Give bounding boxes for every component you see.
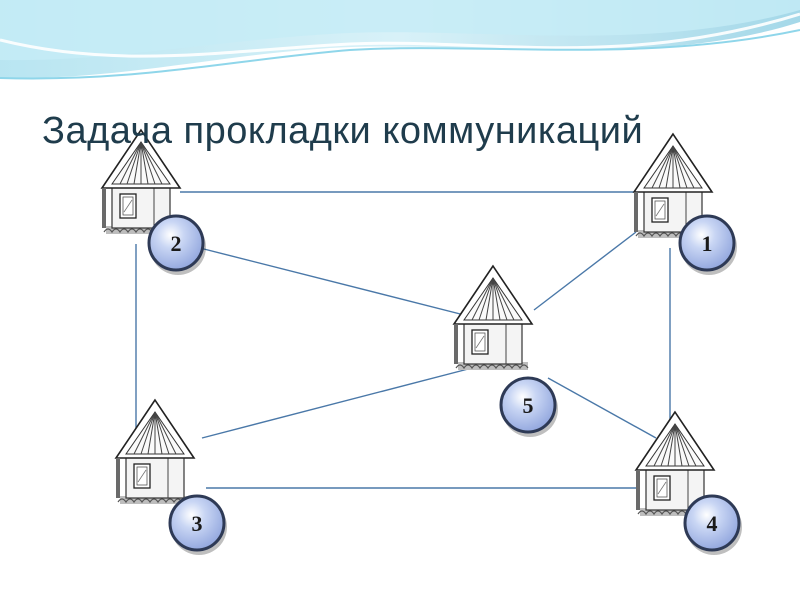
node-4: 4 — [635, 411, 742, 555]
edge-2-5 — [199, 247, 477, 319]
node-label: 5 — [523, 393, 534, 418]
node-layer: 1 2 3 4 5 — [101, 129, 742, 555]
node-label: 3 — [192, 511, 203, 536]
edge-4-5 — [547, 377, 657, 439]
node-badge — [147, 214, 205, 272]
edge-layer — [135, 191, 671, 489]
node-badge — [499, 376, 557, 434]
house-icon — [115, 399, 195, 505]
wave-decoration — [0, 0, 800, 80]
edge-3-5 — [201, 367, 473, 439]
node-label: 1 — [702, 231, 713, 256]
house-icon — [453, 265, 533, 371]
node-label: 4 — [707, 511, 718, 536]
slide-title: Задача прокладки коммуникаций — [42, 110, 644, 152]
node-label: 2 — [171, 231, 182, 256]
node-2: 2 — [101, 129, 206, 275]
node-5: 5 — [453, 265, 558, 437]
node-badge — [678, 214, 736, 272]
node-3: 3 — [115, 399, 227, 555]
node-badge — [168, 494, 226, 552]
node-1: 1 — [633, 133, 737, 275]
edge-1-5 — [533, 231, 637, 311]
node-badge — [683, 494, 741, 552]
